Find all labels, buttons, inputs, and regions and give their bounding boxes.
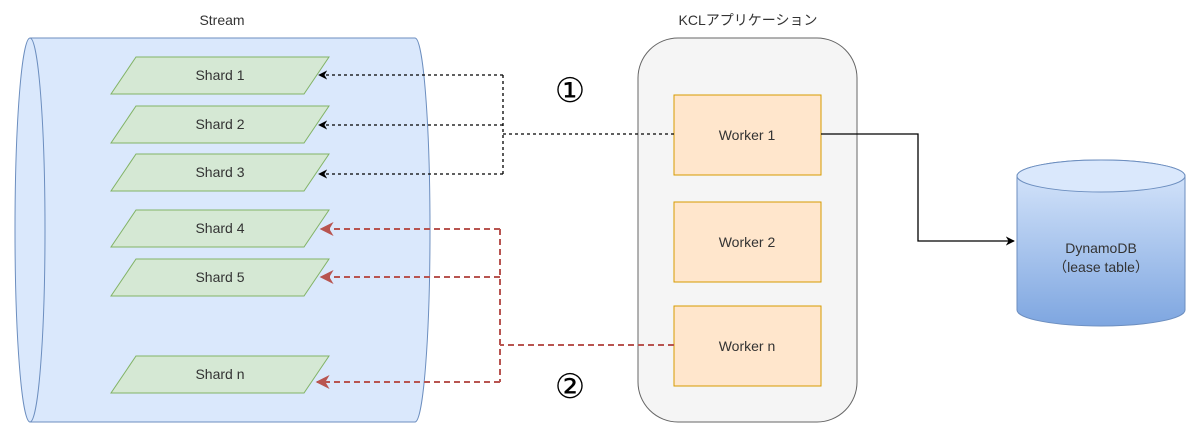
lease-table-label: （lease table） — [1053, 259, 1149, 275]
worker-label: Worker 1 — [719, 127, 776, 143]
stream-title: Stream — [199, 12, 244, 28]
shard-label: Shard 4 — [195, 220, 244, 236]
marker-1: ① — [555, 71, 585, 111]
shard-label: Shard 5 — [195, 269, 244, 285]
shard-3: Shard 3 — [110, 153, 330, 192]
worker-2: Worker 2 — [673, 201, 822, 283]
worker-n: Worker n — [673, 305, 822, 387]
dynamodb-label: DynamoDB — [1065, 240, 1137, 256]
shard-2: Shard 2 — [110, 105, 330, 144]
worker-label: Worker n — [719, 338, 776, 354]
shard-4: Shard 4 — [110, 209, 330, 248]
shard-label: Shard 3 — [195, 164, 244, 180]
worker1-shard-links — [318, 70, 674, 179]
kcl-application-title: KCLアプリケーション — [679, 12, 818, 28]
marker-2: ② — [555, 367, 585, 407]
shard-5: Shard 5 — [110, 258, 330, 297]
worker-label: Worker 2 — [719, 234, 776, 250]
shard-label: Shard n — [195, 366, 244, 382]
worker1-dynamodb-link — [821, 133, 1015, 246]
workern-shard-links — [315, 222, 674, 389]
shard-n: Shard n — [110, 355, 330, 394]
shard-label: Shard 1 — [195, 67, 244, 83]
shard-1: Shard 1 — [110, 56, 330, 95]
shard-label: Shard 2 — [195, 116, 244, 132]
dynamodb-cylinder: DynamoDB （lease table） — [1016, 159, 1186, 327]
worker-1: Worker 1 — [673, 94, 822, 176]
